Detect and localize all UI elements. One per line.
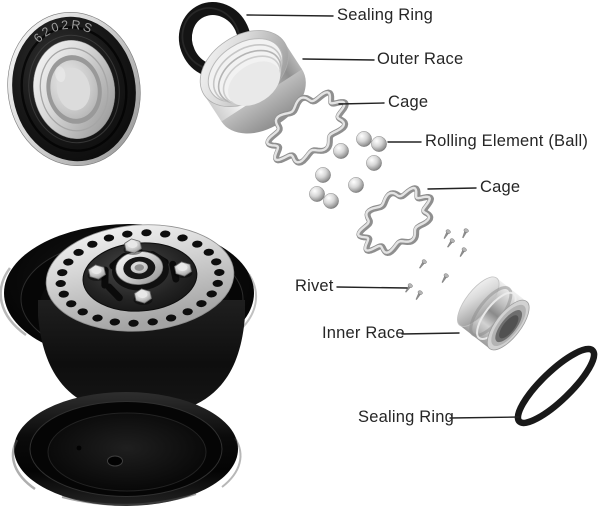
- hub-bolt: [133, 288, 153, 305]
- callout-label-cage-upper: Cage: [388, 93, 429, 111]
- cage-band-highlight: [265, 91, 346, 164]
- disc-hole: [66, 300, 77, 308]
- callout-line-outer-race: [302, 58, 375, 61]
- wheel-barrel: [38, 300, 245, 416]
- callout-lines: [246, 14, 520, 419]
- hub-bolts: [87, 238, 193, 305]
- disc-hole: [212, 279, 223, 287]
- rivets: [405, 228, 469, 300]
- disc-hole: [92, 314, 103, 322]
- ball: [333, 143, 349, 159]
- hub-bolt: [87, 264, 107, 281]
- disc-hole: [160, 230, 171, 238]
- rivet: [405, 283, 413, 293]
- cage-band-highlight: [356, 186, 431, 254]
- rivet: [462, 228, 469, 239]
- disc-hole: [128, 319, 139, 327]
- disc-hole: [57, 269, 68, 277]
- disc-hole: [73, 248, 84, 256]
- disc-hole: [63, 258, 74, 266]
- inner-race: [457, 276, 530, 351]
- disc-hole: [147, 318, 158, 326]
- rivet: [419, 259, 427, 269]
- callout-line-cage-upper: [338, 102, 385, 105]
- callout-line-inner-race: [401, 332, 460, 335]
- disc-hole: [141, 229, 152, 237]
- disc-hole: [192, 240, 203, 248]
- disc-hole: [122, 230, 133, 238]
- rivet: [415, 290, 423, 300]
- disc-hole: [214, 268, 225, 276]
- disc-hole: [211, 258, 222, 266]
- rolling-elements-balls: [309, 131, 387, 209]
- disc-hole: [203, 248, 214, 256]
- rivet: [447, 238, 455, 248]
- ball: [315, 167, 331, 183]
- callout-line-cage-lower: [427, 187, 477, 190]
- rivet: [443, 229, 451, 239]
- disc-hole: [196, 300, 207, 308]
- disc-hole: [55, 280, 66, 288]
- callout-label-rivet: Rivet: [295, 277, 334, 295]
- callout-line-sealing-ring-top: [246, 14, 334, 17]
- cage-upper: [265, 89, 349, 166]
- rivet: [459, 247, 467, 257]
- callout-line-sealing-ring-bottom: [449, 416, 520, 419]
- ball: [356, 131, 372, 147]
- callout-label-sealing-ring-bottom: Sealing Ring: [358, 408, 454, 426]
- cage-lower: [356, 185, 434, 256]
- hub-bolt: [123, 238, 143, 255]
- callout-label-rolling-element: Rolling Element (Ball): [425, 132, 589, 150]
- ball: [371, 136, 387, 152]
- callout-label-cage-lower: Cage: [480, 178, 521, 196]
- outer-race: [199, 30, 306, 134]
- hub-bolt: [173, 261, 193, 278]
- ball: [323, 193, 339, 209]
- ball: [348, 177, 364, 193]
- ball: [366, 155, 382, 171]
- disc-hole: [182, 308, 193, 316]
- callout-label-outer-race: Outer Race: [377, 50, 464, 68]
- disc-hole: [103, 234, 115, 242]
- disc-hole: [109, 318, 120, 326]
- disc-hole: [58, 290, 69, 298]
- brake-disc: [45, 224, 235, 332]
- callout-line-rivet: [336, 286, 408, 289]
- callout-label-inner-race: Inner Race: [322, 324, 405, 342]
- disc-holes: [55, 229, 225, 327]
- ball: [309, 186, 325, 202]
- disc-hole: [77, 308, 88, 316]
- plate-slot: [169, 260, 180, 283]
- disc-hole: [87, 240, 98, 248]
- sealing-ring-bottom: [514, 345, 598, 427]
- assembled-bearing-6202rs: 6202RS: [7, 12, 141, 166]
- rivet: [441, 273, 449, 283]
- disc-hole: [177, 234, 188, 242]
- callout-label-sealing-ring-top: Sealing Ring: [337, 6, 433, 24]
- disc-hole: [206, 290, 217, 298]
- disc-hole: [165, 314, 177, 322]
- wheel-hub-assembly: [0, 224, 258, 506]
- plate-slot: [105, 283, 123, 302]
- valve-hole: [107, 455, 123, 467]
